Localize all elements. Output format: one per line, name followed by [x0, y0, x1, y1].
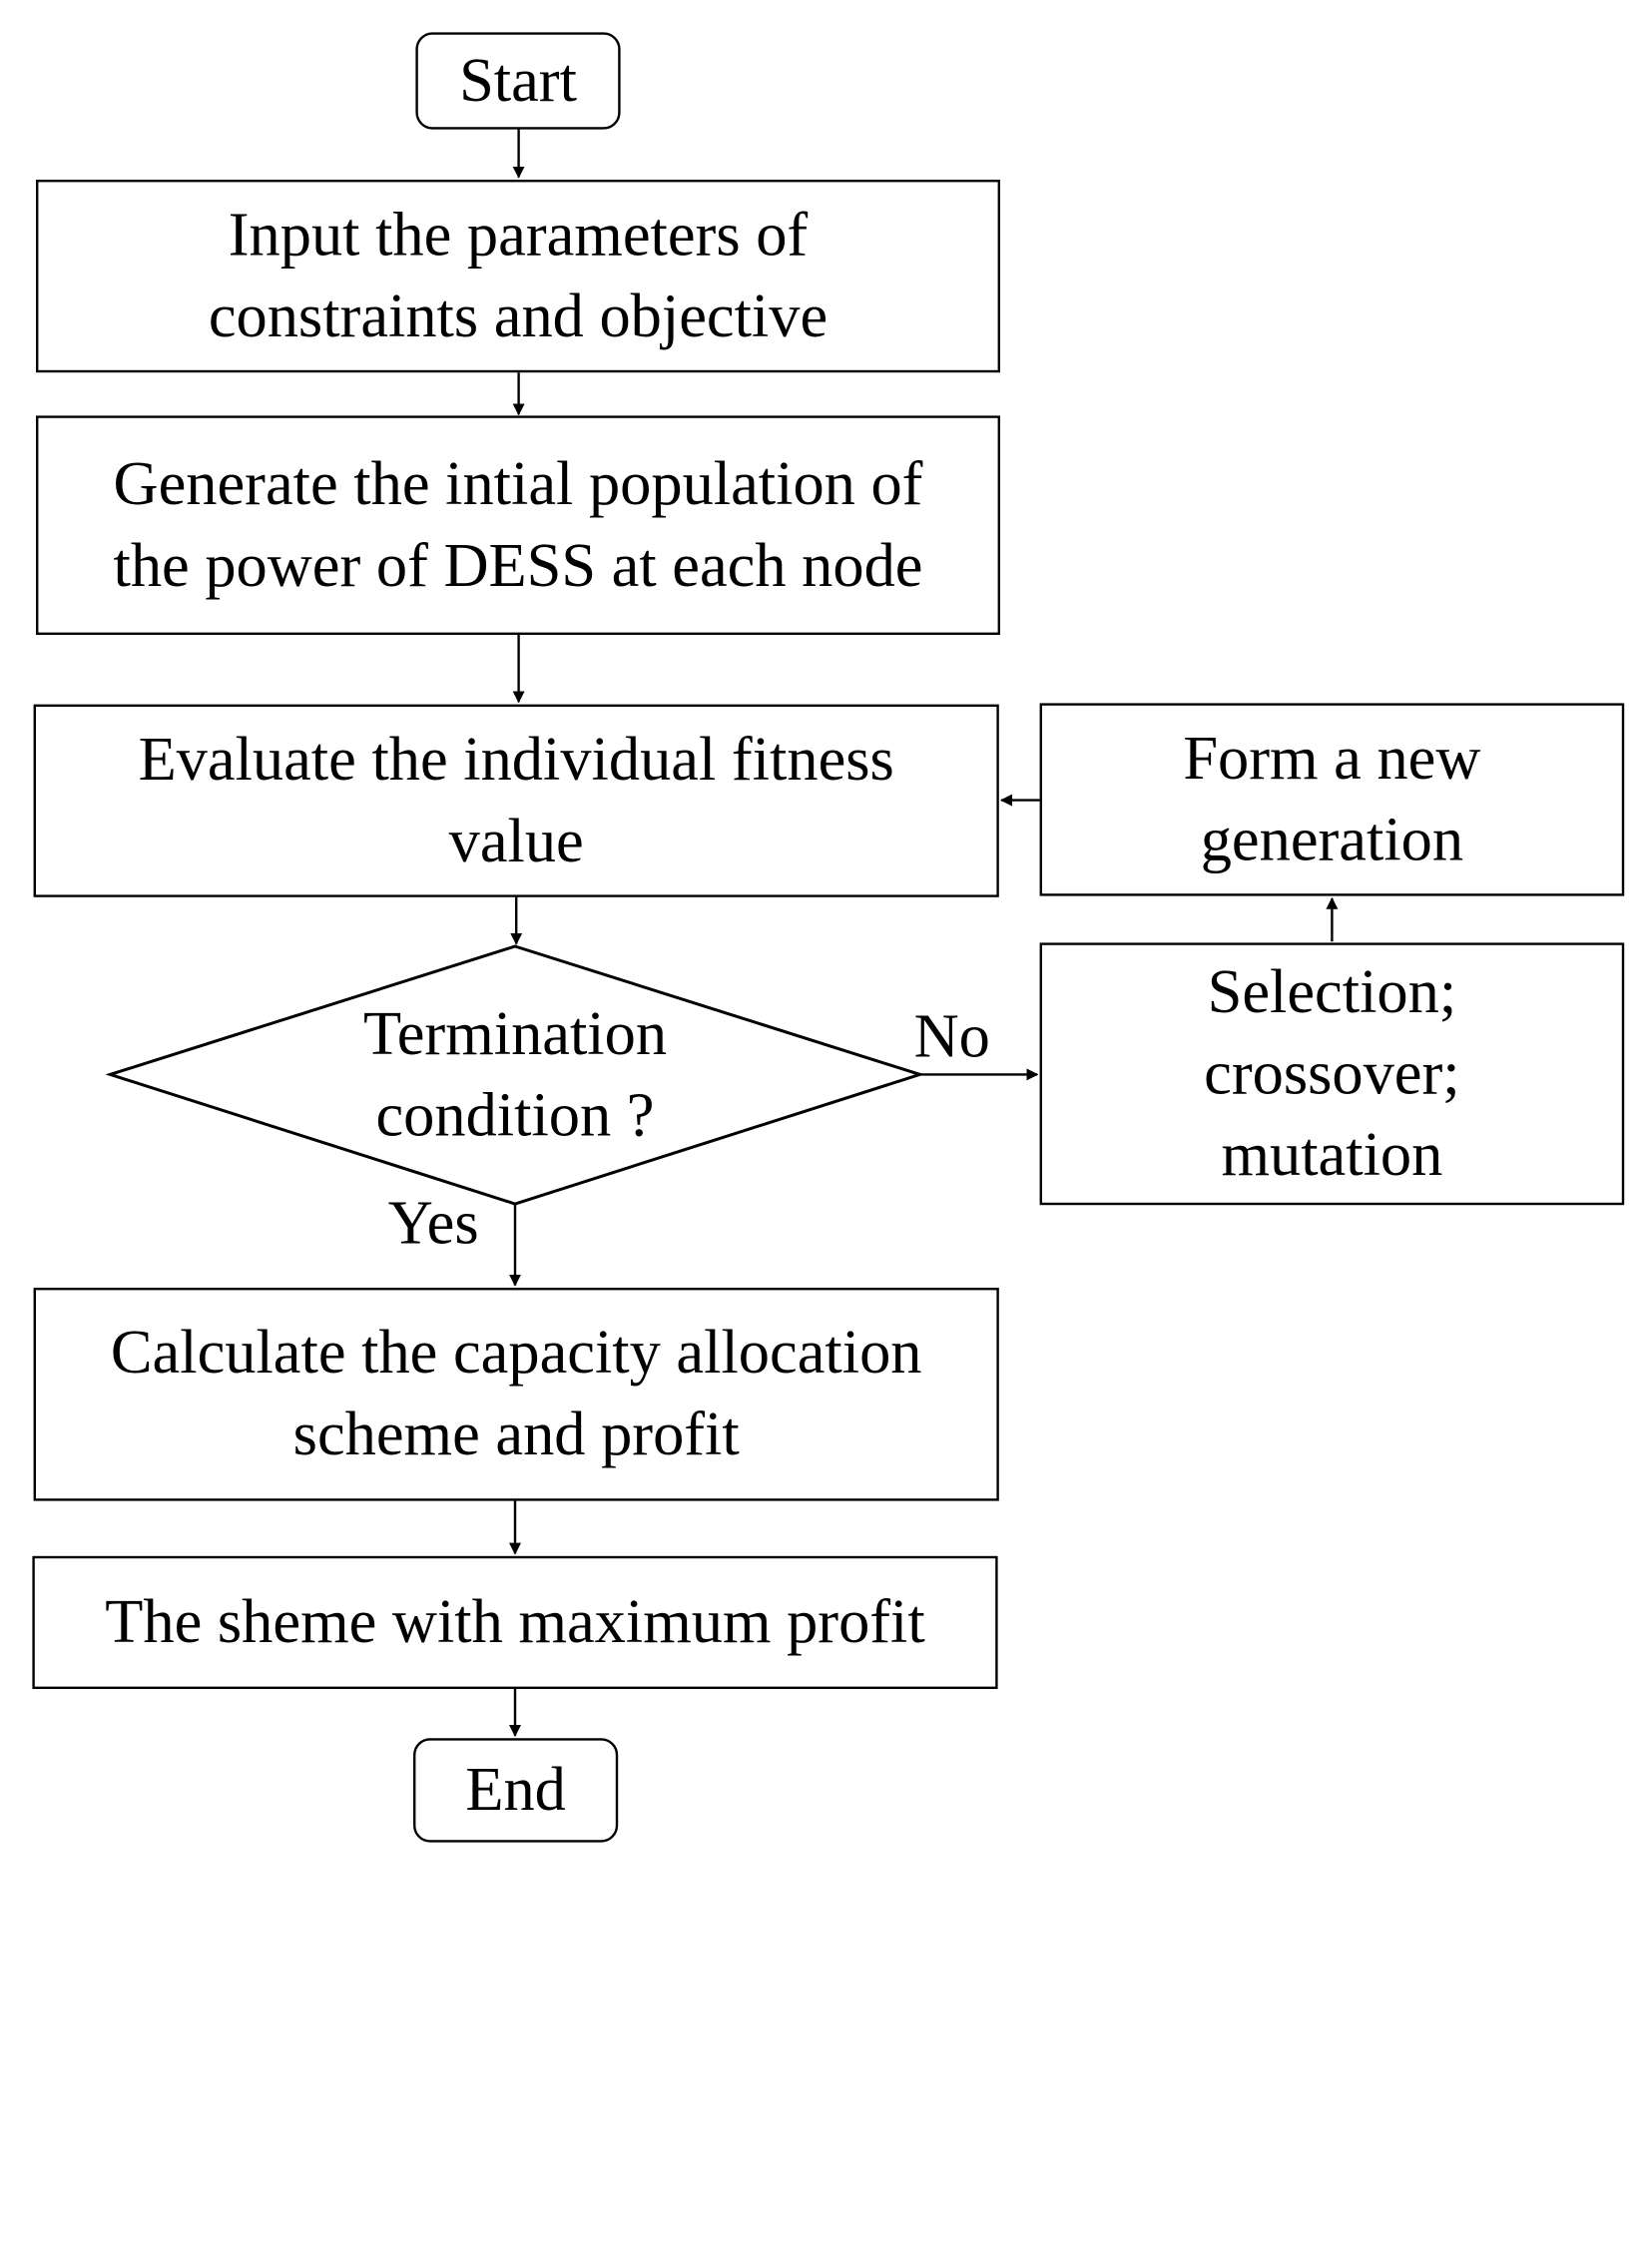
operators-line-2: crossover; — [1204, 1039, 1460, 1108]
end-label: End — [465, 1755, 566, 1825]
new-generation-box: Form a new generation — [1039, 703, 1625, 896]
start-terminal: Start — [415, 32, 621, 130]
decision-line-2: condition ? — [375, 1081, 655, 1150]
generate-population-box: Generate the intial population of the po… — [36, 415, 1001, 635]
calculate-line-1: Calculate the capacity allocation — [110, 1319, 922, 1388]
best-scheme-box: The sheme with maximum profit — [32, 1555, 998, 1690]
new-generation-line-2: generation — [1200, 806, 1464, 874]
generate-line-1: Generate the intial population of — [113, 449, 923, 518]
yes-branch-label: Yes — [387, 1189, 479, 1258]
new-generation-line-1: Form a new — [1183, 724, 1481, 793]
genetic-operators-box: Selection; crossover; mutation — [1039, 942, 1625, 1206]
operators-line-1: Selection; — [1207, 957, 1457, 1026]
best-scheme-label: The sheme with maximum profit — [105, 1587, 925, 1657]
evaluate-line-1: Evaluate the individual fitness — [138, 725, 894, 795]
evaluate-line-2: value — [448, 807, 584, 875]
no-branch-label: No — [913, 1002, 990, 1071]
input-parameters-box: Input the parameters of constraints and … — [36, 180, 1001, 373]
start-label: Start — [459, 46, 577, 115]
decision-label: Termination condition ? — [240, 994, 791, 1157]
flowchart-connectors — [105, 129, 1339, 1738]
evaluate-fitness-box: Evaluate the individual fitness value — [33, 704, 999, 897]
generate-line-2: the power of DESS at each node — [113, 531, 923, 600]
calculate-scheme-box: Calculate the capacity allocation scheme… — [33, 1288, 999, 1501]
input-line-1: Input the parameters of — [228, 201, 809, 270]
calculate-line-2: scheme and profit — [292, 1400, 740, 1469]
decision-line-1: Termination — [362, 1000, 668, 1069]
input-line-2: constraints and objective — [208, 281, 828, 350]
end-terminal: End — [413, 1738, 619, 1843]
operators-line-3: mutation — [1221, 1120, 1443, 1189]
